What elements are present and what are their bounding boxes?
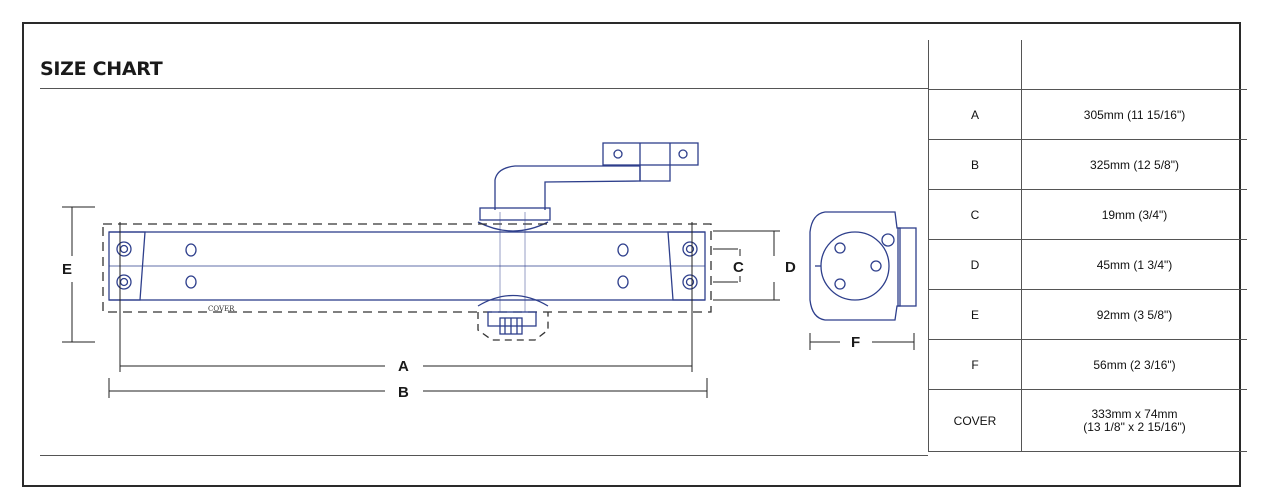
- dimension-a-label: A: [398, 358, 409, 375]
- left-end-cap: [109, 231, 146, 301]
- table-row: D 45mm (1 3/4"): [928, 239, 1247, 290]
- arm-pivot: [639, 143, 671, 182]
- dimension-b-label: B: [398, 384, 409, 401]
- table-header-row: [928, 40, 1247, 90]
- table-value: 333mm x 74mm (13 1/8" x 2 15/16"): [1021, 389, 1247, 452]
- table-row: A 305mm (11 15/16"): [928, 89, 1247, 140]
- table-key: E: [928, 289, 1022, 340]
- table-value: 325mm (12 5/8"): [1021, 139, 1247, 190]
- upper-hub: [479, 207, 551, 221]
- arm-bracket: [602, 142, 699, 166]
- dimension-lines: [62, 206, 915, 398]
- table-value: 305mm (11 15/16"): [1021, 89, 1247, 140]
- table-row: E 92mm (3 5/8"): [928, 289, 1247, 340]
- page-title: SIZE CHART: [40, 58, 163, 80]
- dimension-e-label: E: [62, 261, 72, 278]
- dimension-c-label: C: [733, 259, 744, 276]
- closer-side-view: [809, 211, 917, 321]
- table-key: C: [928, 189, 1022, 240]
- dimension-f-label: F: [851, 334, 860, 351]
- right-end-cap: [667, 231, 705, 301]
- table-value: 56mm (2 3/16"): [1021, 339, 1247, 390]
- table-value: 45mm (1 3/4"): [1021, 239, 1247, 290]
- door-closer-drawing: COVER E A B C D F: [62, 142, 917, 401]
- table-row: F 56mm (2 3/16"): [928, 339, 1247, 390]
- table-key: COVER: [928, 389, 1022, 452]
- table-row: C 19mm (3/4"): [928, 189, 1247, 240]
- closer-body: [102, 142, 712, 341]
- table-key: F: [928, 339, 1022, 390]
- cover-outline: [102, 223, 712, 313]
- dimension-d-label: D: [785, 259, 796, 276]
- table-key: D: [928, 239, 1022, 290]
- arm-link: [494, 165, 641, 210]
- table-row-cover: COVER 333mm x 74mm (13 1/8" x 2 15/16"): [928, 389, 1247, 452]
- bottom-rule: [40, 455, 928, 456]
- cover-size-inch: (13 1/8" x 2 15/16"): [1083, 419, 1186, 434]
- cover-label: COVER: [208, 305, 235, 313]
- table-value: 92mm (3 5/8"): [1021, 289, 1247, 340]
- table-key: A: [928, 89, 1022, 140]
- size-table: A 305mm (11 15/16") B 325mm (12 5/8") C …: [928, 40, 1247, 452]
- table-key: B: [928, 139, 1022, 190]
- title-rule: [40, 88, 928, 89]
- table-value: 19mm (3/4"): [1021, 189, 1247, 240]
- cover-size-mm: 333mm x 74mm: [1091, 406, 1178, 421]
- table-row: B 325mm (12 5/8"): [928, 139, 1247, 190]
